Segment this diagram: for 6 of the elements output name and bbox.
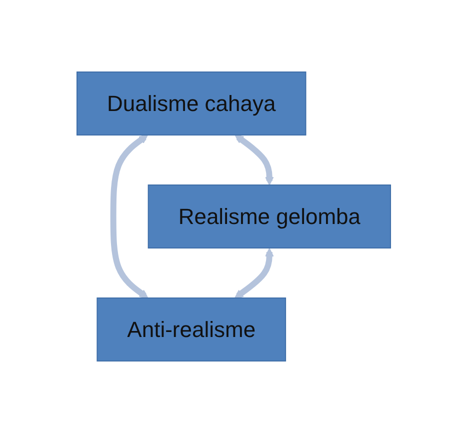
node-box: Dualisme cahaya	[76, 72, 306, 136]
node-box: Realisme gelomba	[148, 184, 391, 248]
arrow	[234, 248, 274, 298]
node-box: Anti-realisme	[96, 298, 286, 362]
arrow	[110, 134, 148, 298]
arrow	[234, 134, 274, 186]
